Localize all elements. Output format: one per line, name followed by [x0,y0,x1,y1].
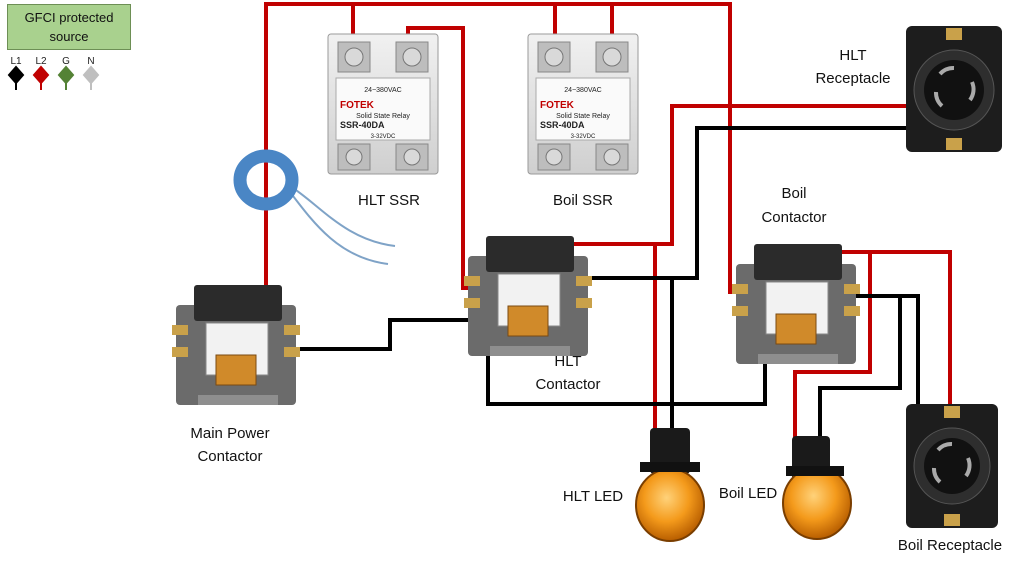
ssr-subtitle: Solid State Relay [556,113,610,120]
boil-contactor-label-2: Contactor [761,209,826,226]
current-sensor [233,149,299,211]
sensor-leads [289,185,396,265]
ssr-dc-rating: 3-32VDC [371,134,396,140]
ssr-subtitle: Solid State Relay [356,113,410,120]
ssr-brand: FOTEK [340,100,375,111]
hlt-led-label: HLT LED [563,488,623,505]
hlt-ssr-label: HLT SSR [358,192,420,209]
boil-receptacle [906,404,998,528]
hlt-led [635,428,705,542]
hlt-contactor-label-2: Contactor [535,376,600,393]
boil-receptacle-label: Boil Receptacle [898,537,1002,554]
hlt-ssr: 24~380VAC FOTEK Solid State Relay SSR-40… [327,33,439,175]
legend-marker-g [57,65,75,90]
ssr-ac-rating: 24~380VAC [364,87,401,94]
legend-marker-l1 [7,65,25,90]
boil-ssr-label: Boil SSR [553,192,613,209]
hlt-receptacle-label-2: Receptacle [815,70,890,87]
ssr-model: SSR-40DA [340,120,385,130]
legend-label-n: N [87,56,94,67]
wire-boil-to-receptacle [846,294,920,418]
ssr-model: SSR-40DA [540,120,585,130]
legend-marker-l2 [32,65,50,90]
hlt-contactor-label-1: HLT [554,353,581,370]
legend-label-l1: L1 [10,56,22,67]
boil-led-label: Boil LED [719,485,778,502]
wire-boil-contactor-out [836,250,952,415]
legend-label-l2: L2 [35,56,47,67]
hlt-receptacle-label-1: HLT [839,47,866,64]
boil-contactor-label-1: Boil [781,185,806,202]
wire-l1-main-to-hlt [290,318,482,351]
black-wires [290,126,920,440]
main-contactor-label-2: Contactor [197,448,262,465]
main-power-contactor [172,285,300,405]
legend-label-g: G [62,56,70,67]
hlt-receptacle [906,26,1002,152]
boil-ssr: 24~380VAC FOTEK Solid State Relay SSR-40… [527,33,639,175]
boil-contactor [732,244,860,364]
source-box-label: GFCI protected source [24,10,114,44]
legend-marker-n [82,65,100,90]
wire-legend: L1 L2 G N [7,56,100,90]
ssr-dc-rating: 3-32VDC [571,134,596,140]
ssr-brand: FOTEK [540,100,575,111]
hlt-contactor [464,236,592,356]
wire-hlt-to-receptacle [578,126,908,280]
main-contactor-label-1: Main Power [190,425,269,442]
ssr-ac-rating: 24~380VAC [564,87,601,94]
boil-led [782,436,852,540]
source-box: GFCI protected source [7,4,131,50]
